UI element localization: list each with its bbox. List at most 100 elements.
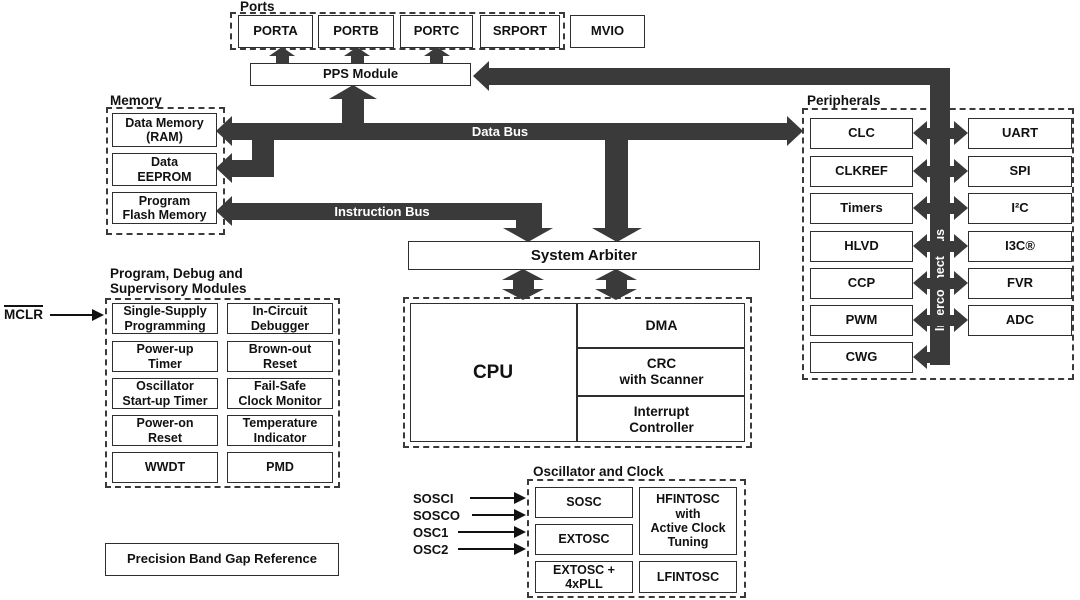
clc-box: CLC [810,118,913,149]
uart-box: UART [968,118,1072,149]
ports-group-outline [230,12,565,50]
in-circuit-debugger-box: In-Circuit Debugger [227,303,333,334]
sosco-arrow-line [472,514,516,516]
clkref-spi-arrow-stem [926,166,955,177]
osc1-arrowhead [514,526,526,538]
oscillator-title: Oscillator and Clock [533,464,664,479]
porta-box: PORTA [238,15,313,48]
osc2-label: OSC2 [413,542,449,557]
cpu-block-divider-crc-int [577,395,745,397]
uart-bus-arrowhead [954,121,968,145]
i2c-box: I²C [968,193,1072,224]
hlvd-i3c-arrow-stem [926,241,955,252]
cwg-arrow-stem [926,352,940,363]
arbiter-cpu-arrow2-down [595,289,637,300]
oscillator-start-up-timer-box: Oscillator Start-up Timer [112,378,218,409]
arbiter-cpu-arrow1-up [502,269,544,280]
temperature-indicator-box: Temperature Indicator [227,415,333,446]
band-gap-reference-box: Precision Band Gap Reference [105,543,339,576]
pps-to-porta-stem [276,55,289,64]
timers-box: Timers [810,193,913,224]
pps-to-porta-arrowhead [269,47,295,56]
hfintosc-box: HFINTOSC with Active Clock Tuning [639,487,737,555]
i3c-box: I3C® [968,231,1072,262]
debug-modules-title: Program, Debug and Supervisory Modules [110,266,247,297]
fvr-bus-arrowhead [954,271,968,295]
adc-box: ADC [968,305,1072,336]
data-bus-bar [230,123,787,140]
osc2-arrowhead [514,543,526,555]
oscillator-group-outline [527,479,746,598]
pmd-box: PMD [227,452,333,483]
mclr-label: MCLR [4,307,43,322]
sosci-arrowhead [514,492,526,504]
hlvd-bus-arrowhead [913,234,927,258]
srport-box: SRPORT [480,15,560,48]
portc-box: PORTC [400,15,473,48]
cpu-group-outline [403,297,752,448]
instruction-bus-to-arbiter-arrowhead [503,228,553,242]
data-bus-to-pps-arrowhead [329,85,377,99]
i3c-bus-arrowhead [954,234,968,258]
pwm-bus-arrowhead [913,308,927,332]
sosci-label: SOSCI [413,491,454,506]
data-bus-to-peripherals-arrowhead [787,116,803,146]
data-bus-label: Data Bus [471,124,529,139]
pps-to-portc-stem [430,55,443,64]
timers-i2c-arrow-stem [926,203,955,214]
clkref-box: CLKREF [810,156,913,187]
program-flash-box: Program Flash Memory [112,192,217,224]
peripherals-group-outline [802,108,1074,380]
pps-to-portb-arrowhead [344,47,370,56]
instruction-bus-to-arbiter-stem [516,218,542,230]
arbiter-cpu-arrow2-up [595,269,637,280]
cpu-label: CPU [472,361,514,383]
pps-to-portb-stem [351,55,364,64]
power-on-reset-box: Power-on Reset [112,415,218,446]
sosco-arrowhead [514,509,526,521]
spi-box: SPI [968,156,1072,187]
eeprom-branch-horizontal [230,160,274,177]
sosc-box: SOSC [535,487,633,518]
dma-cell: DMA [645,316,678,333]
debug-modules-outline [105,298,340,488]
extosc-box: EXTOSC [535,524,633,555]
system-arbiter-box: System Arbiter [408,241,760,270]
lfintosc-box: LFINTOSC [639,561,737,593]
data-memory-ram-box: Data Memory (RAM) [112,113,217,147]
timers-bus-arrowhead [913,196,927,220]
arbiter-cpu-arrow1-stem [513,279,534,290]
data-bus-to-arbiter-stem [605,136,628,230]
sosco-label: SOSCO [413,508,460,523]
extosc-4xpll-box: EXTOSC + 4xPLL [535,561,633,593]
wwdt-box: WWDT [112,452,218,483]
clkref-bus-arrowhead [913,159,927,183]
mclr-arrowhead [92,309,104,321]
hlvd-box: HLVD [810,231,913,262]
osc1-label: OSC1 [413,525,449,540]
adc-bus-arrowhead [954,308,968,332]
instruction-bus-label: Instruction Bus [334,204,430,219]
power-up-timer-box: Power-up Timer [112,341,218,372]
clc-bus-arrowhead [913,121,927,145]
arbiter-cpu-arrow1-down [502,289,544,300]
osc1-arrow-line [458,531,516,533]
ccp-bus-arrowhead [913,271,927,295]
data-bus-to-pps-stem [342,97,364,125]
memory-group-outline [106,107,225,235]
brown-out-reset-box: Brown-out Reset [227,341,333,372]
pps-to-portc-arrowhead [424,47,450,56]
interconnect-to-pps-arrowhead [473,61,489,91]
osc2-arrow-line [458,548,516,550]
data-bus-to-arbiter-arrowhead [592,228,642,242]
pps-module-box: PPS Module [250,63,471,86]
i2c-bus-arrowhead [954,196,968,220]
crc-scanner-cell: CRC with Scanner [619,356,704,387]
portb-box: PORTB [318,15,394,48]
interrupt-controller-cell: Interrupt Controller [629,403,694,435]
memory-title: Memory [110,93,162,108]
single-supply-programming-box: Single-Supply Programming [112,303,218,334]
pwm-adc-arrow-stem [926,315,955,326]
pwm-box: PWM [810,305,913,336]
